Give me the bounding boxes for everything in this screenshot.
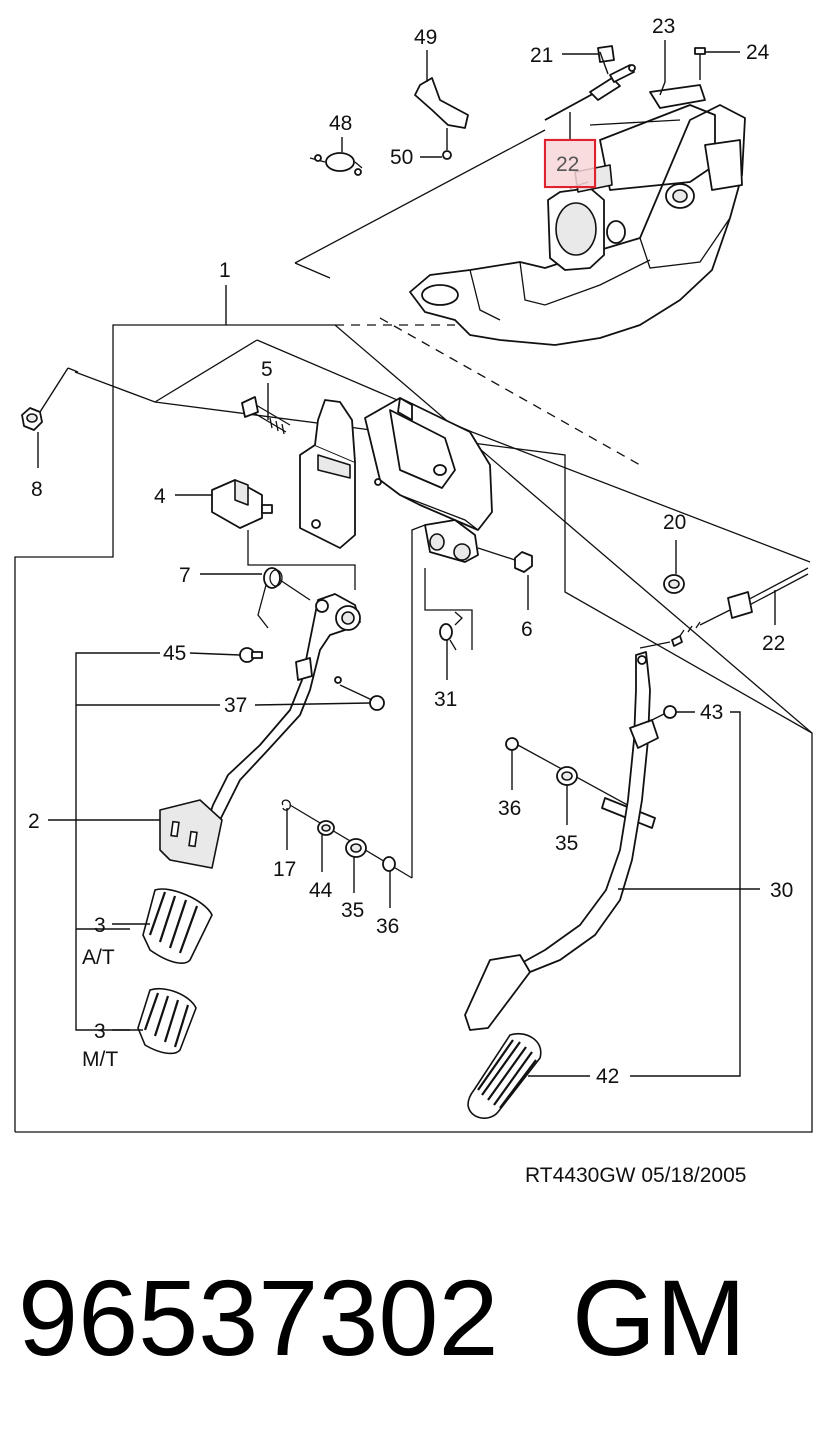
callout-45: 45 (163, 642, 186, 665)
callout-44: 44 (309, 879, 333, 902)
pedal-bracket (299, 397, 493, 563)
callout-36-right: 36 (498, 797, 521, 820)
callout-23: 23 (652, 15, 675, 38)
accelerator-pad-42 (467, 1033, 542, 1119)
bolt-24 (694, 47, 706, 80)
screw-50 (442, 128, 452, 160)
callout-42: 42 (596, 1065, 619, 1088)
spring-31 (424, 568, 473, 651)
assembly-frame (14, 324, 813, 1133)
callout-3-mt: 3 (94, 1020, 106, 1043)
callout-43: 43 (700, 701, 723, 724)
callout-5: 5 (261, 358, 273, 381)
callout-1: 1 (219, 259, 231, 282)
callout-20: 20 (663, 511, 686, 534)
label-at: A/T (82, 946, 115, 969)
callout-31: 31 (434, 688, 457, 711)
callout-8: 8 (31, 478, 43, 501)
highlight-box-fill (546, 141, 594, 186)
bolt-45 (239, 647, 263, 663)
nut-6 (477, 547, 533, 573)
accelerator-pedal-30 (464, 651, 677, 1031)
label-mt: M/T (82, 1048, 118, 1071)
callout-50: 50 (390, 146, 413, 169)
callout-22-lower: 22 (762, 632, 785, 655)
callout-35-left: 35 (341, 899, 364, 922)
callout-labels: 1 2 3 A/T 3 M/T 4 5 6 7 8 17 20 21 22 22… (28, 15, 793, 1088)
callout-37: 37 (224, 694, 247, 717)
bolt-5 (241, 396, 291, 435)
pedal-pad-mt (137, 988, 197, 1055)
callout-30: 30 (770, 879, 793, 902)
switch-4 (211, 479, 356, 590)
pedal-pad-at (142, 888, 213, 964)
callout-3-at: 3 (94, 914, 106, 937)
grommet-20 (663, 574, 685, 594)
callout-48: 48 (329, 112, 352, 135)
accelerator-cable (639, 567, 809, 649)
callout-22-highlighted: 22 (556, 153, 579, 176)
callout-21: 21 (530, 44, 553, 67)
brand-label: GM (572, 1257, 746, 1378)
callout-2: 2 (28, 810, 40, 833)
highlight-box (543, 138, 597, 189)
nut-8 (21, 367, 79, 431)
pivot-hardware-left (281, 799, 413, 879)
bolt-37 (339, 684, 385, 711)
callout-24: 24 (746, 41, 770, 64)
callout-36-left: 36 (376, 915, 399, 938)
leader-lines (37, 40, 776, 1077)
dashed-guide-lines (154, 119, 811, 563)
part-number: 96537302 (18, 1257, 499, 1378)
callout-49: 49 (414, 26, 437, 49)
callout-7: 7 (179, 564, 191, 587)
upper-cable-end (544, 45, 636, 121)
diagram-reference: RT4430GW 05/18/2005 (525, 1164, 746, 1187)
callout-17: 17 (273, 858, 296, 881)
callout-6: 6 (521, 618, 533, 641)
clip-48 (309, 152, 363, 176)
pedal-arm-2 (159, 593, 361, 869)
callout-35-right: 35 (555, 832, 578, 855)
spring-7 (257, 567, 311, 629)
callout-4: 4 (154, 485, 166, 508)
bracket-49 (414, 77, 469, 129)
